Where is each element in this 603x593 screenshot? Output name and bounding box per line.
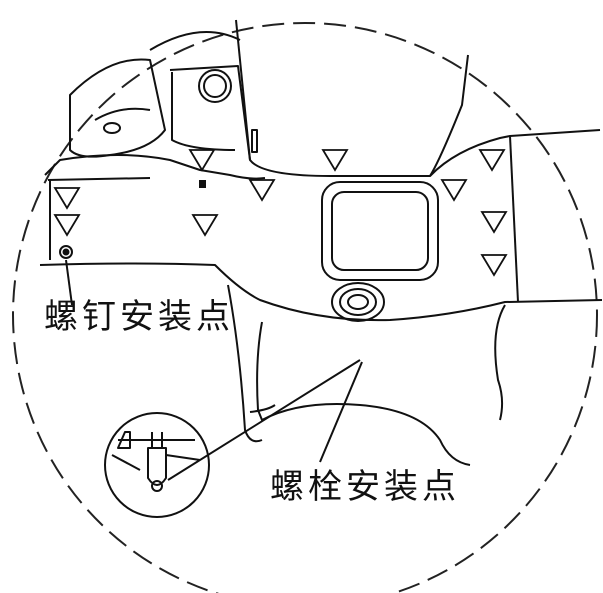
triangle-marker <box>53 214 81 237</box>
left-bracket-hole <box>103 122 121 134</box>
triangle-marker <box>321 149 349 172</box>
inset-bolt-head <box>151 480 163 492</box>
inset-shadow-line <box>165 454 201 461</box>
inset-bolt-body <box>147 447 167 486</box>
left-bracket-inner <box>94 107 151 121</box>
triangle-marker <box>440 179 468 202</box>
triangle-marker <box>188 149 216 172</box>
main-panel-bottom-edge <box>39 262 603 322</box>
small-slot <box>251 129 258 153</box>
left-lower-plate-edge <box>47 177 151 181</box>
lower-skirt-inner <box>249 404 276 413</box>
screw-leader-line <box>65 259 73 306</box>
upper-window-curve <box>149 31 241 51</box>
left-bracket <box>69 58 166 158</box>
upper-panel-inner-line <box>171 72 236 151</box>
inset-lower-plate <box>111 454 141 471</box>
pillar-right <box>429 54 469 177</box>
triangle-marker <box>480 254 508 277</box>
oval-boss-mid <box>339 288 377 316</box>
center-rect-opening-outer <box>321 181 439 281</box>
bolt-leader-line-2 <box>319 361 363 463</box>
center-rect-opening-inner <box>331 191 429 271</box>
screw-mounting-point-center <box>62 248 70 256</box>
main-panel-right-border <box>509 135 519 303</box>
left-lower-plate <box>44 154 266 180</box>
upper-boss-outer <box>198 69 232 103</box>
bolt-inset-circle <box>104 412 210 518</box>
bolt-leader-line-1 <box>167 359 361 481</box>
lower-skirt-left <box>227 284 263 443</box>
triangle-marker <box>248 179 276 202</box>
screw-mounting-point-marker <box>59 245 73 259</box>
screw-mounting-point-label: 螺钉安装点 <box>44 297 234 337</box>
small-square-mark <box>199 180 206 188</box>
detail-view-circle <box>12 22 598 593</box>
oval-boss-inner <box>347 294 369 310</box>
triangle-marker <box>191 214 219 237</box>
pillar-left <box>235 19 251 161</box>
upper-boss-inner <box>203 74 227 98</box>
inset-bracket <box>117 431 195 449</box>
triangle-marker <box>53 187 81 210</box>
lower-skirt-outline <box>256 321 471 466</box>
triangle-marker <box>478 149 506 172</box>
triangle-marker <box>480 211 508 234</box>
lower-skirt-right <box>494 304 506 421</box>
upper-panel-outline <box>169 65 601 177</box>
oval-boss-outer <box>331 282 385 322</box>
bolt-mounting-point-label: 螺栓安装点 <box>270 467 460 507</box>
inset-bolt-stem <box>151 432 163 448</box>
